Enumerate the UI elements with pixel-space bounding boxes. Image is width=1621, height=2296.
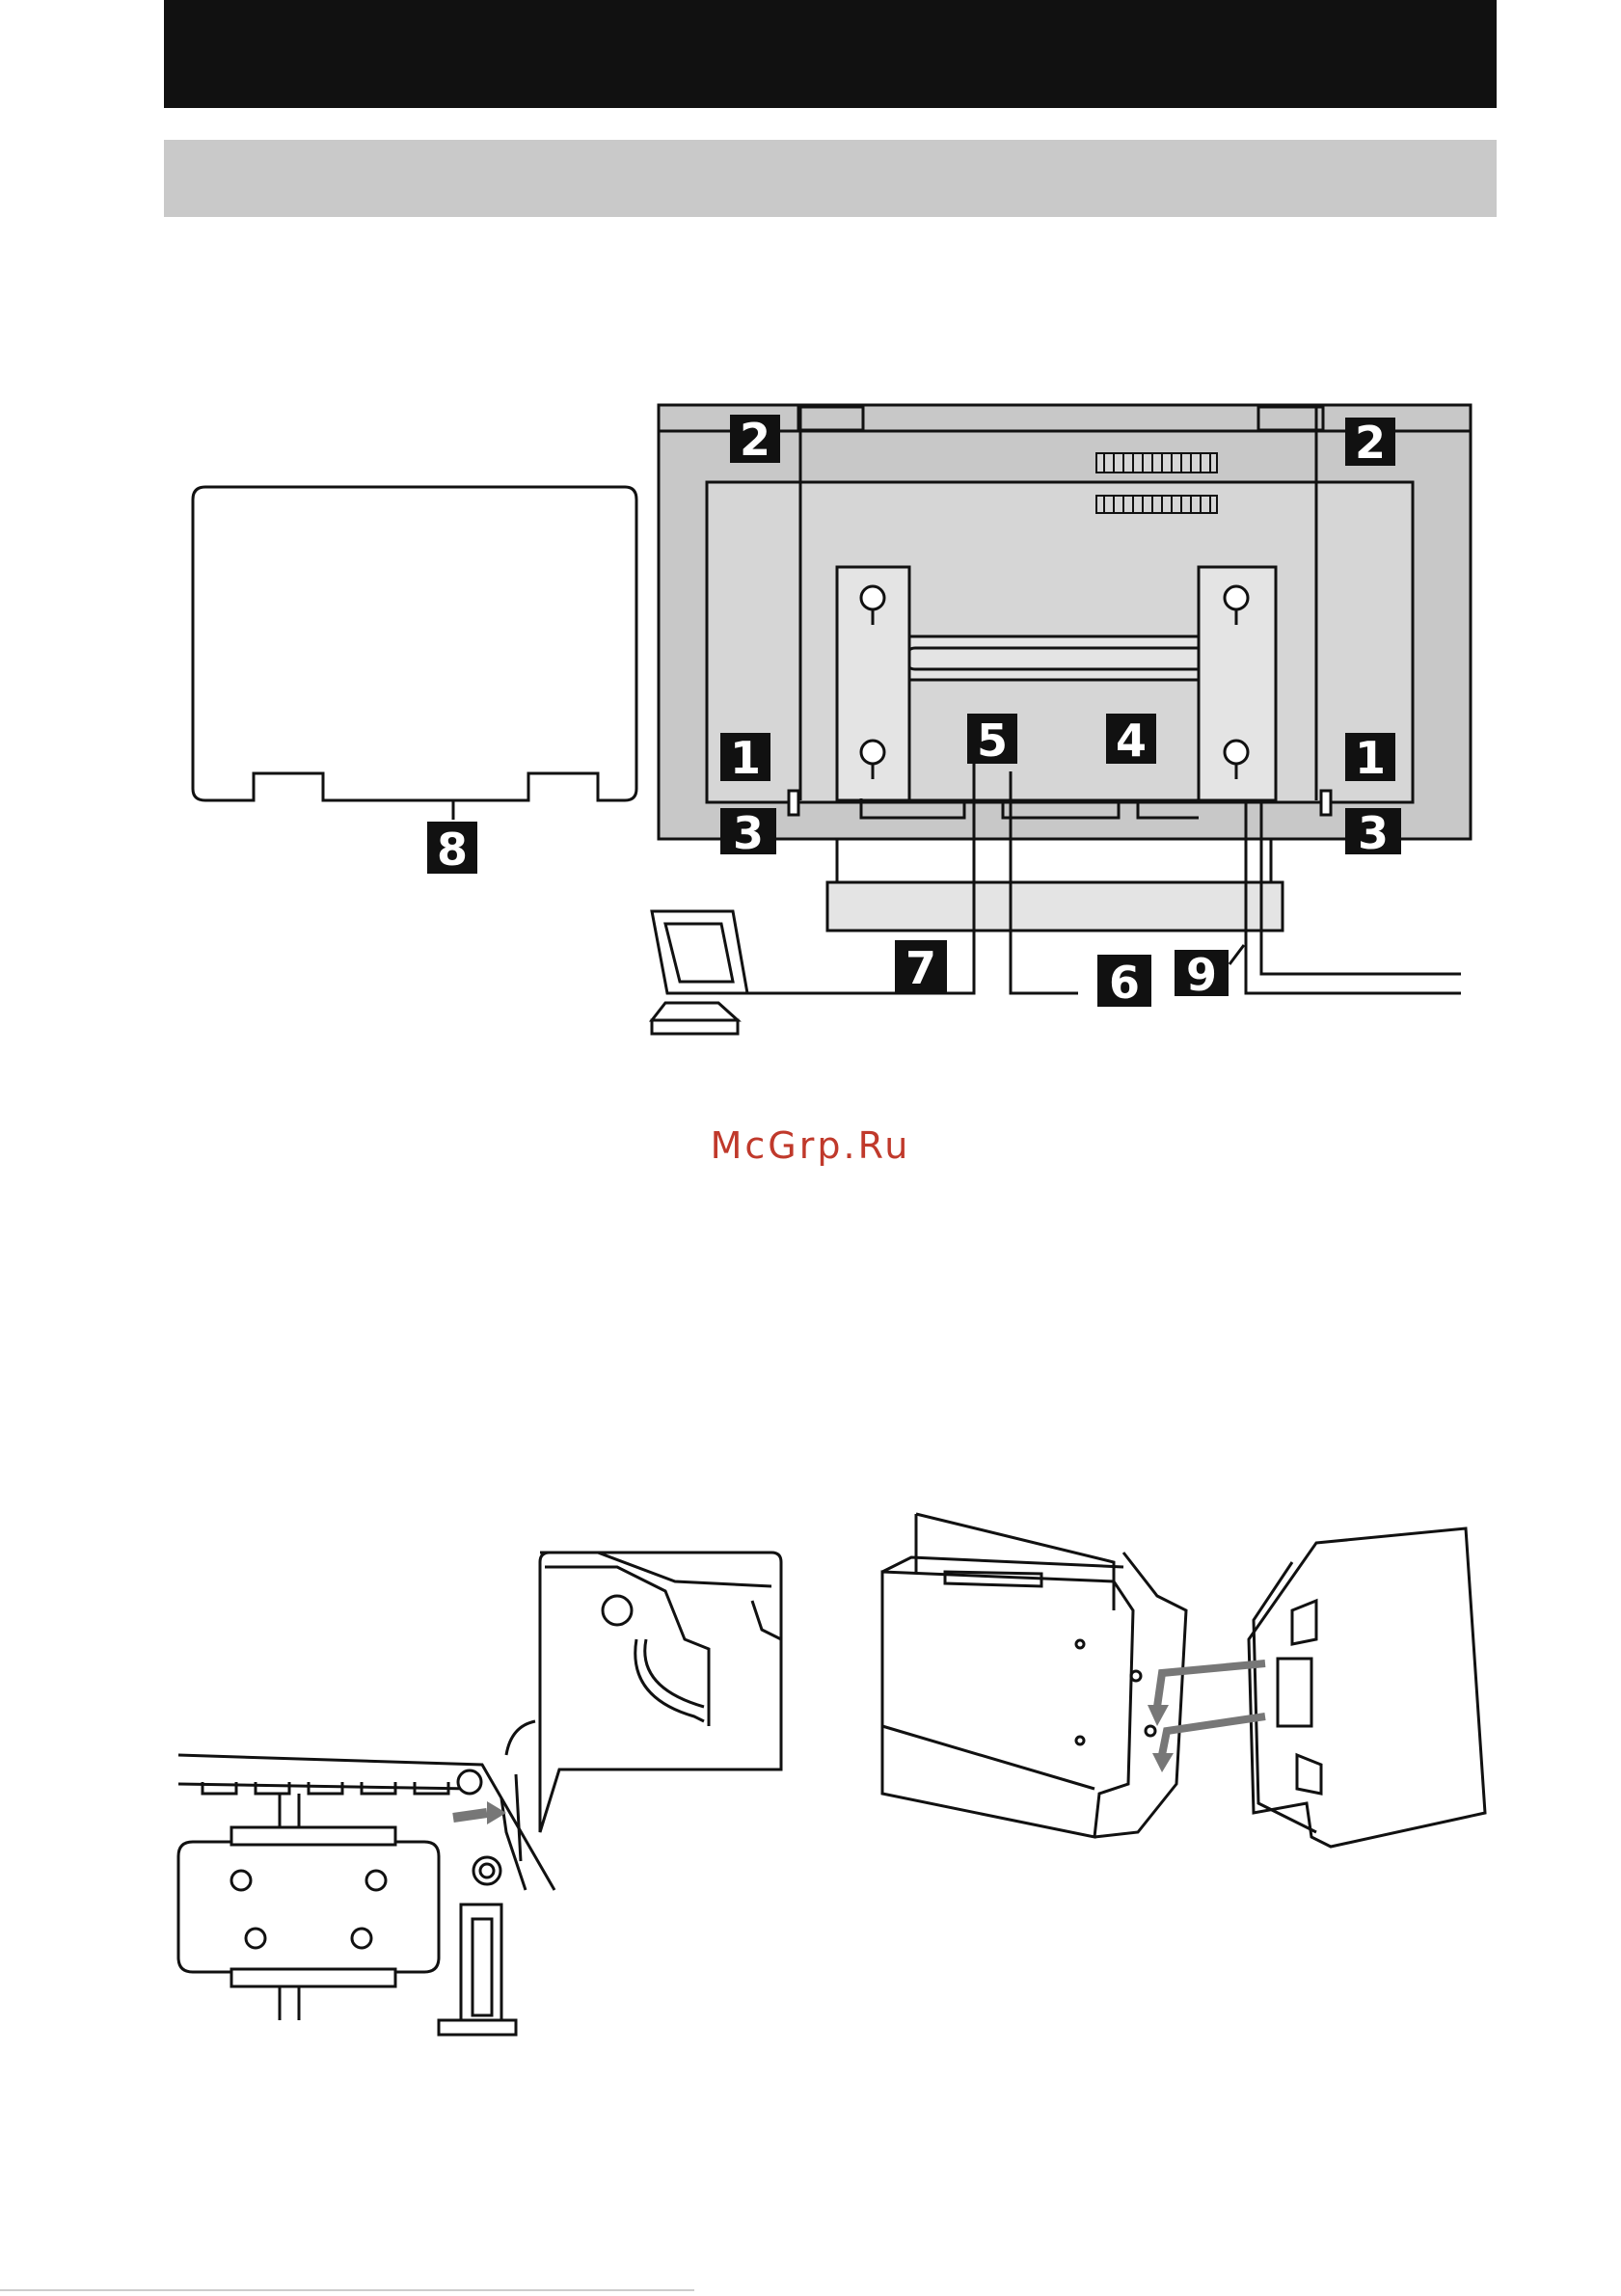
callout-label: 4	[1116, 715, 1147, 767]
callout-label: 1	[730, 732, 761, 784]
bracket-mounting-figure	[882, 1514, 1485, 1847]
callout-label: 6	[1109, 957, 1140, 1009]
callout-label: 5	[977, 715, 1008, 767]
callout-5: 5	[967, 714, 1017, 767]
callout-7: 7	[895, 940, 947, 994]
callout-1-left: 1	[720, 732, 770, 784]
cable-routing-figure	[178, 1553, 781, 2035]
watermark: McGrp.Ru	[0, 1124, 1621, 1167]
callout-label: 3	[1358, 807, 1389, 859]
callout-8: 8	[427, 822, 477, 876]
callout-1-right: 1	[1345, 732, 1395, 784]
callout-label: 9	[1186, 949, 1217, 1001]
callout-3-right: 3	[1345, 807, 1401, 859]
callout-label: 2	[740, 414, 770, 466]
callout-4: 4	[1106, 714, 1156, 767]
front-panel	[193, 487, 636, 820]
callout-label: 2	[1355, 417, 1386, 469]
callout-label: 7	[905, 942, 936, 994]
callout-label: 8	[437, 824, 468, 876]
callout-2-right: 2	[1345, 417, 1395, 469]
callout-label: 1	[1355, 732, 1386, 784]
callout-label: 3	[733, 807, 764, 859]
callout-2-left: 2	[730, 414, 780, 466]
callout-3-left: 3	[720, 807, 776, 859]
callout-9: 9	[1175, 949, 1229, 1001]
loop-antenna	[652, 911, 747, 1034]
callout-6: 6	[1097, 955, 1151, 1009]
